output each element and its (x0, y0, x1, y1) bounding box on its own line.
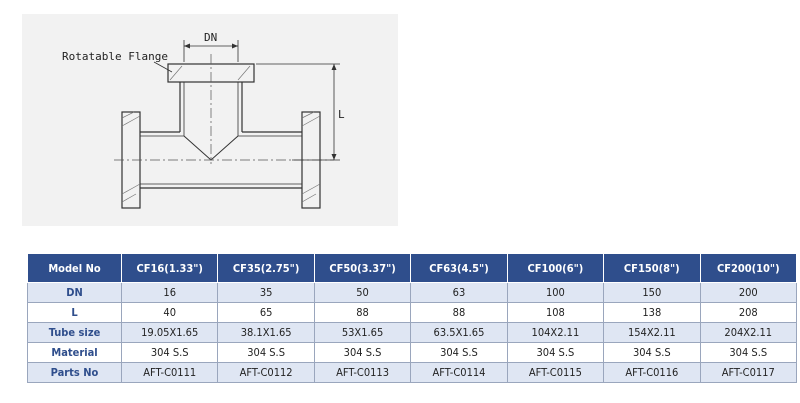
row-label: Material (27, 342, 122, 363)
table-cell: 150 (603, 282, 701, 303)
table-cell: AFT-C0114 (410, 362, 508, 383)
table-cell: 50 (313, 282, 412, 303)
table-cell: 16 (120, 282, 219, 303)
table-row-parts-no: Parts No AFT-C0111 AFT-C0112 AFT-C0113 A… (27, 362, 798, 383)
table-cell: 53X1.65 (313, 322, 412, 343)
table-cell: AFT-C0115 (506, 362, 605, 383)
table-cell: 63 (410, 282, 508, 303)
table-cell: 304 S.S (603, 342, 701, 363)
table-cell: 88 (313, 302, 412, 323)
table-cell: 108 (506, 302, 605, 323)
header-model: CF50(3.37") (313, 253, 412, 283)
table-row-l: L 40 65 88 88 108 138 208 (27, 302, 798, 323)
row-label: L (27, 302, 122, 323)
table-cell: 40 (120, 302, 219, 323)
table-cell: 65 (217, 302, 315, 323)
table-row-tube-size: Tube size 19.05X1.65 38.1X1.65 53X1.65 6… (27, 322, 798, 343)
tee-drawing-svg: DN L Rotatable Flange (62, 31, 345, 209)
row-label: Tube size (27, 322, 122, 343)
table-cell: 63.5X1.65 (410, 322, 508, 343)
table-cell: AFT-C0116 (603, 362, 701, 383)
header-model: CF35(2.75") (217, 253, 315, 283)
table-cell: 204X2.11 (699, 322, 798, 343)
table-cell: 304 S.S (217, 342, 315, 363)
table-cell: AFT-C0117 (699, 362, 798, 383)
table-cell: 38.1X1.65 (217, 322, 315, 343)
tee-technical-drawing: DN L Rotatable Flange (22, 14, 398, 226)
table-row-dn: DN 16 35 50 63 100 150 200 (27, 282, 798, 303)
table-row-material: Material 304 S.S 304 S.S 304 S.S 304 S.S… (27, 342, 798, 363)
table-cell: 200 (699, 282, 798, 303)
header-model: CF200(10") (699, 253, 798, 283)
table-cell: 208 (699, 302, 798, 323)
spec-table: Model No CF16(1.33") CF35(2.75") CF50(3.… (27, 253, 798, 383)
table-cell: 100 (506, 282, 605, 303)
table-cell: 304 S.S (120, 342, 219, 363)
header-model: CF16(1.33") (120, 253, 219, 283)
table-cell: 154X2.11 (603, 322, 701, 343)
header-model: CF100(6") (506, 253, 605, 283)
flange-leader-line (153, 61, 173, 73)
table-cell: 19.05X1.65 (120, 322, 219, 343)
table-cell: 304 S.S (313, 342, 412, 363)
table-cell: 35 (217, 282, 315, 303)
table-cell: AFT-C0113 (313, 362, 412, 383)
header-model: CF63(4.5") (410, 253, 508, 283)
l-dimension-label: L (338, 108, 345, 121)
table-cell: 104X2.11 (506, 322, 605, 343)
row-label: Parts No (27, 362, 122, 383)
table-cell: 304 S.S (410, 342, 508, 363)
table-cell: 138 (603, 302, 701, 323)
rotatable-flange-label: Rotatable Flange (62, 50, 168, 63)
table-cell: 304 S.S (506, 342, 605, 363)
table-cell: AFT-C0111 (120, 362, 219, 383)
table-header-row: Model No CF16(1.33") CF35(2.75") CF50(3.… (27, 253, 798, 283)
table-cell: 88 (410, 302, 508, 323)
header-model: CF150(8") (603, 253, 701, 283)
row-label: DN (27, 282, 122, 303)
table-cell: 304 S.S (699, 342, 798, 363)
header-model-no: Model No (27, 253, 122, 283)
table-cell: AFT-C0112 (217, 362, 315, 383)
dn-dimension-label: DN (204, 31, 217, 44)
